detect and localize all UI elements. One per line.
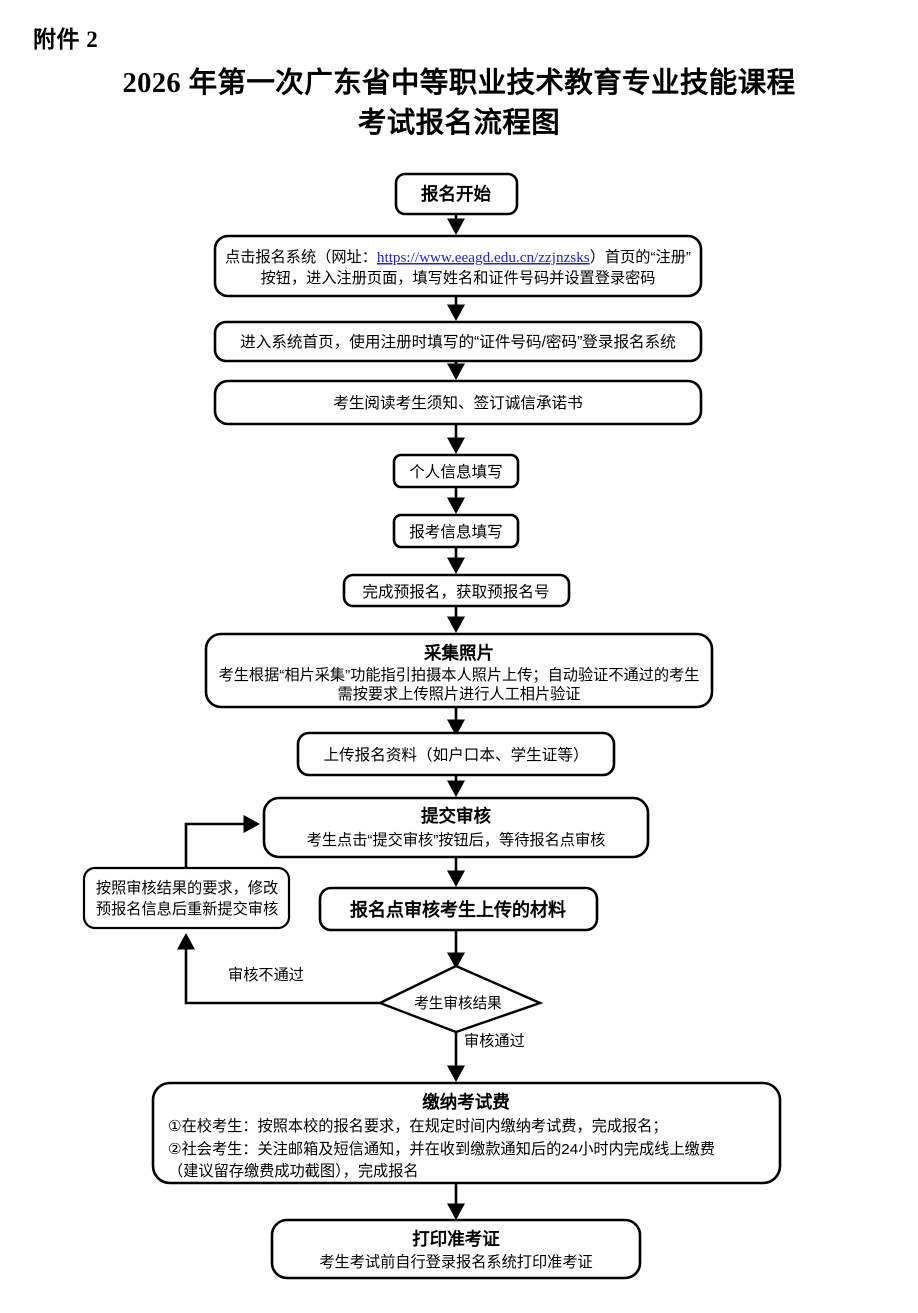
- node-photo-shape: [204, 632, 714, 709]
- page-title-line2: 考试报名流程图: [357, 108, 561, 139]
- node-pre-register[interactable]: 完成预报名，获取预报名号: [342, 573, 571, 608]
- connectors: [176, 213, 466, 1221]
- node-fix-resubmit-line2: 预报名信息后重新提交审核: [96, 900, 278, 918]
- node-personal-info[interactable]: 个人信息填写: [392, 453, 520, 489]
- node-read-notice-shape: [213, 379, 703, 426]
- node-fix-resubmit[interactable]: 按照审核结果的要求，修改 预报名信息后重新提交审核: [82, 866, 291, 930]
- node-photo-heading: 采集照片: [423, 643, 494, 663]
- node-submit-review-shape: [262, 796, 650, 859]
- node-print-ticket-shape: [270, 1218, 642, 1280]
- node-submit-review[interactable]: 提交审核 考生点击“提交审核”按钮后，等待报名点审核: [262, 796, 650, 859]
- node-fix-resubmit-line1: 按照审核结果的要求，修改: [96, 880, 278, 897]
- node-pay-fee-shape: [151, 1081, 782, 1185]
- attachment-label: 附件 2: [33, 27, 99, 52]
- node-submit-review-heading: 提交审核: [421, 806, 491, 826]
- node-login-label: 进入系统首页，使用注册时填写的“证件号码/密码”登录报名系统: [240, 333, 676, 351]
- node-pre-register-label: 完成预报名，获取预报名号: [362, 583, 549, 601]
- node-print-ticket-body: 考生考试前自行登录报名系统打印准考证: [319, 1254, 592, 1271]
- node-photo-line2: 需按要求上传照片进行人工相片验证: [338, 686, 581, 703]
- node-exam-info-label: 报考信息填写: [409, 523, 503, 541]
- node-print-ticket-heading: 打印准考证: [412, 1229, 500, 1249]
- edge-fix-resubmit-to-submit-review: [184, 814, 261, 868]
- node-personal-info-label: 个人信息填写: [409, 463, 503, 481]
- node-pre-register-shape: [342, 573, 571, 608]
- node-pay-fee-heading: 缴纳考试费: [422, 1092, 510, 1112]
- node-exam-info[interactable]: 报考信息填写: [392, 513, 520, 549]
- node-start-label: 报名开始: [421, 184, 491, 204]
- page-title: 2026 年第一次广东省中等职业技术教育专业技能课程 考试报名流程图: [50, 64, 868, 144]
- node-read-notice[interactable]: 考生阅读考生须知、签订诚信承诺书: [213, 379, 703, 426]
- page-title-line1: 2026 年第一次广东省中等职业技术教育专业技能课程: [122, 68, 796, 99]
- node-read-notice-label: 考生阅读考生须知、签订诚信承诺书: [333, 394, 583, 412]
- node-site-review[interactable]: 报名点审核考生上传的材料: [318, 886, 599, 932]
- node-register[interactable]: 点击报名系统（网址：https://www.eeagd.edu.cn/zzjnz…: [213, 234, 703, 298]
- node-photo[interactable]: 采集照片 考生根据“相片采集”功能指引拍摄本人照片上传；自动验证不通过的考生 需…: [204, 632, 714, 709]
- node-print-ticket[interactable]: 打印准考证 考生考试前自行登录报名系统打印准考证: [270, 1218, 642, 1280]
- node-upload-docs-shape: [296, 731, 616, 777]
- node-pay-fee-line3: （建议留存缴费成功截图），完成报名: [168, 1163, 419, 1180]
- node-fix-resubmit-shape: [82, 866, 291, 930]
- node-photo-line1: 考生根据“相片采集”功能指引拍摄本人照片上传；自动验证不通过的考生: [219, 667, 700, 684]
- node-site-review-shape: [318, 886, 599, 932]
- node-login[interactable]: 进入系统首页，使用注册时填写的“证件号码/密码”登录报名系统: [213, 320, 703, 363]
- node-register-shape: [213, 234, 703, 298]
- edge-decision-to-fix-resubmit: [176, 932, 380, 1005]
- node-decision[interactable]: 考生审核结果: [376, 964, 544, 1034]
- node-exam-info-shape: [392, 513, 520, 549]
- edge-label-approve: 审核通过: [464, 1033, 525, 1050]
- node-site-review-label: 报名点审核考生上传的材料: [350, 899, 566, 920]
- node-upload-docs[interactable]: 上传报名资料（如户口本、学生证等）: [296, 731, 616, 777]
- node-pay-fee-line2: ②社会考生：关注邮箱及短信通知，并在收到缴款通知后的24小时内完成线上缴费: [168, 1141, 715, 1158]
- node-upload-docs-label: 上传报名资料（如户口本、学生证等）: [323, 746, 588, 764]
- node-register-line2: 按钮，进入注册页面，填写姓名和证件号码并设置登录密码: [261, 269, 656, 287]
- registration-url-link: https://www.eeagd.edu.cn/zzjnzsks: [377, 249, 590, 266]
- node-decision-shape: [376, 964, 544, 1034]
- node-start-shape: [394, 172, 519, 216]
- node-login-shape: [213, 320, 703, 363]
- edge-labels: 审核不通过 审核通过: [228, 967, 525, 1050]
- register-text-pre: 点击报名系统（网址：: [225, 249, 377, 266]
- node-decision-label: 考生审核结果: [414, 995, 502, 1012]
- node-personal-info-shape: [392, 453, 520, 489]
- node-start[interactable]: 报名开始: [394, 172, 519, 216]
- edge-label-reject: 审核不通过: [228, 967, 304, 984]
- node-pay-fee-line1: ①在校考生：按照本校的报名要求，在规定时间内缴纳考试费，完成报名；: [168, 1118, 668, 1135]
- register-text-post: ）首页的“注册”: [590, 249, 691, 266]
- node-register-line1: 点击报名系统（网址：https://www.eeagd.edu.cn/zzjnz…: [225, 249, 691, 266]
- node-submit-review-body: 考生点击“提交审核”按钮后，等待报名点审核: [307, 831, 606, 849]
- node-pay-fee[interactable]: 缴纳考试费 ①在校考生：按照本校的报名要求，在规定时间内缴纳考试费，完成报名； …: [151, 1081, 782, 1185]
